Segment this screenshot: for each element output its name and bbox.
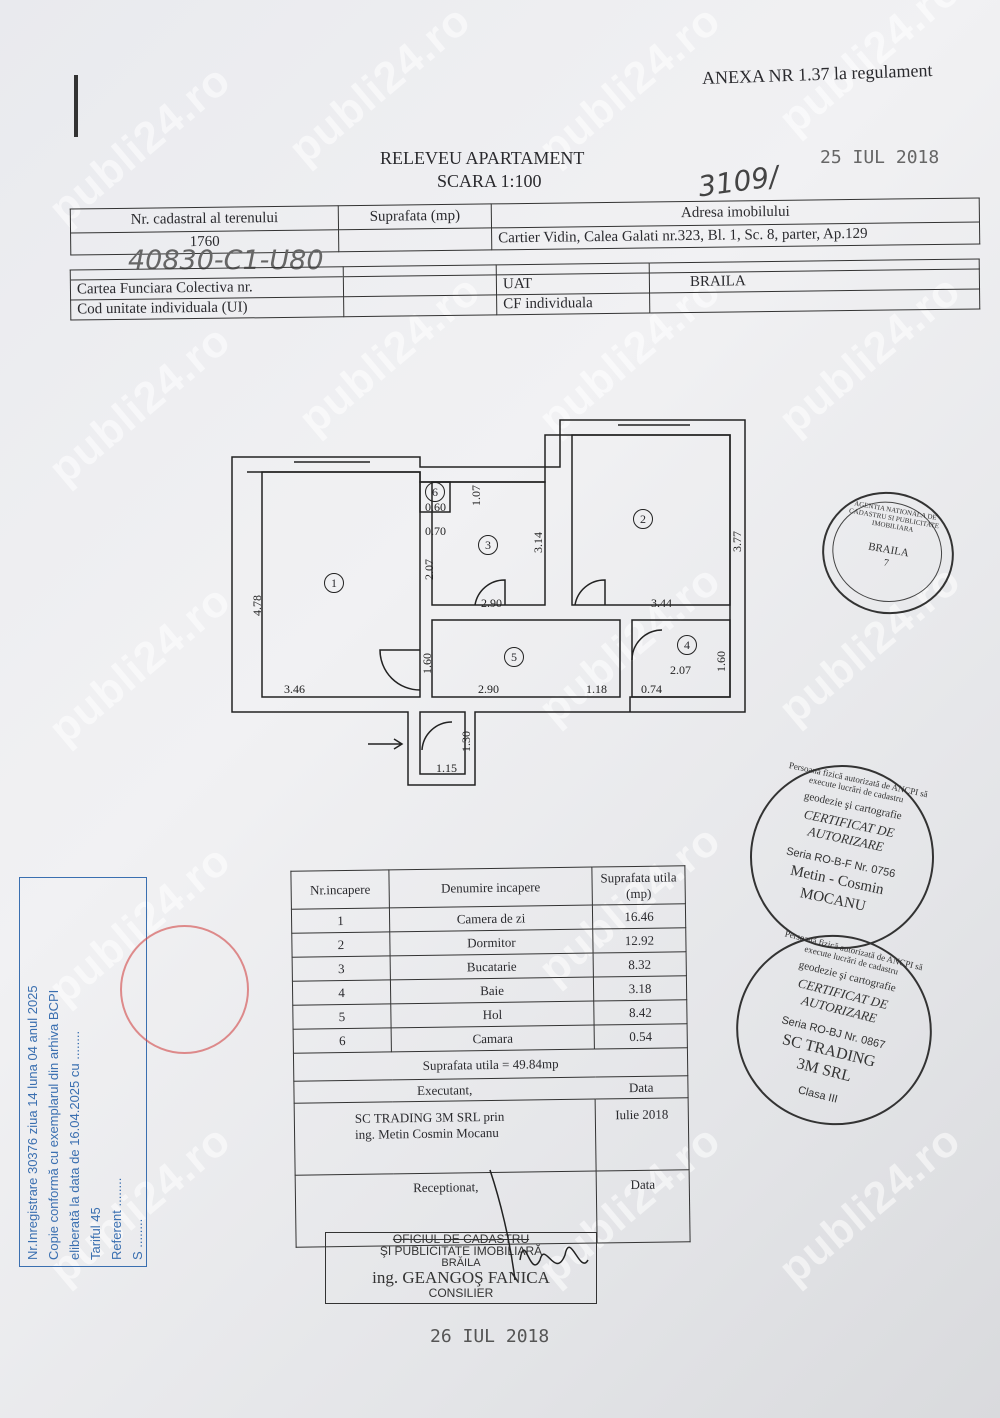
- document-title: RELEVEU APARTAMENT: [380, 148, 585, 168]
- margin-mark: [74, 75, 78, 137]
- dim-label: 0.60: [425, 500, 446, 514]
- dim-label: 4.78: [250, 595, 264, 616]
- room-name: Dormitor: [389, 929, 594, 956]
- room-number: 5: [504, 647, 524, 667]
- room-area: 3.18: [593, 975, 687, 1002]
- room-number: 1: [324, 573, 344, 593]
- door-arc-1: [379, 649, 421, 691]
- dim-label: 1.15: [436, 761, 457, 775]
- col-header-area: Suprafata utila (mp): [591, 865, 686, 906]
- room-area: 0.54: [594, 1023, 688, 1050]
- room-nr: 5: [292, 1003, 392, 1030]
- dim-label: 2.90: [481, 596, 502, 610]
- room-name: Camera de zi: [389, 905, 593, 932]
- bcpi-line: Nr.Inregistrare 30376 ziua 14 luna 04 an…: [25, 985, 40, 1260]
- dim-label: 1.60: [714, 651, 728, 672]
- signature: [489, 1169, 589, 1281]
- inner-wall: [247, 434, 731, 712]
- room-area: 16.46: [592, 903, 686, 930]
- ocpi-line: OFICIUL DE CADASTRU: [392, 1232, 530, 1246]
- certificate-stamp-sc-trading: Persoană fizică autorizată de ANCPI să e…: [715, 914, 953, 1146]
- dim-label: 1.18: [586, 682, 607, 696]
- room-1: [261, 471, 421, 698]
- room-number: 4: [677, 635, 697, 655]
- door-arc-entry: [421, 721, 453, 751]
- room-nr: 1: [291, 907, 390, 934]
- col-header-nr: Nr.incapere: [290, 869, 390, 910]
- room-name: Baie: [390, 977, 594, 1004]
- room-nr: 3: [292, 955, 391, 982]
- executant-line: ing. Metin Cosmin Mocanu: [354, 1124, 499, 1142]
- room-name: Camara: [391, 1025, 595, 1052]
- dim-label: 3.44: [651, 596, 672, 610]
- dim-label: 2.07: [670, 663, 691, 677]
- dim-label: 3.46: [284, 682, 305, 696]
- dim-label: 1.07: [469, 485, 483, 506]
- dim-label: 0.70: [425, 524, 446, 538]
- ocpi-line: ŞI PUBLICITATE IMOBILIARĂ: [379, 1244, 543, 1258]
- date-stamp-top: 25 IUL 2018: [820, 147, 940, 168]
- red-round-stamp: [120, 925, 249, 1054]
- col-header-name: Denumire incapere: [388, 867, 593, 908]
- document-scale: SCARA 1:100: [437, 171, 542, 191]
- bcpi-line: eliberată la data de 16.04.2025 cu .....…: [67, 1030, 82, 1260]
- room-5: [431, 619, 621, 698]
- room-area: 12.92: [592, 927, 687, 954]
- outer-wall: [231, 419, 746, 786]
- room-name: Hol: [390, 1001, 595, 1028]
- room-3: [431, 481, 546, 606]
- room-number: 2: [633, 509, 653, 529]
- door-arc-4: [631, 629, 663, 661]
- data-label: Data: [594, 1075, 689, 1100]
- dim-label: 3.14: [531, 532, 545, 553]
- executant-date: Iulie 2018: [595, 1097, 690, 1172]
- bcpi-copy-stamp: Nr.Inregistrare 30376 ziua 14 luna 04 an…: [19, 877, 147, 1267]
- date-stamp-bottom: 26 IUL 2018: [430, 1326, 550, 1347]
- ocpi-line: ing. GEANGOŞ FANICA: [372, 1268, 550, 1287]
- room-name: Bucatarie: [390, 953, 594, 980]
- entry-arrow: [368, 738, 404, 750]
- room-area: 8.32: [593, 951, 687, 978]
- dim-label: 3.77: [730, 531, 744, 552]
- receptionat-data-label: Data: [596, 1169, 691, 1244]
- ocpi-line: BRĂILA: [441, 1257, 481, 1269]
- room-nr: 4: [292, 979, 391, 1006]
- dim-label: 0.74: [641, 682, 662, 696]
- room-number: 3: [478, 535, 498, 555]
- door-arc-3: [474, 579, 506, 606]
- entry: [419, 711, 466, 775]
- handwritten-cf-number: 40830-C1-U80: [128, 245, 324, 276]
- room-2: [571, 434, 731, 606]
- dim-label: 2.90: [478, 682, 499, 696]
- door-arc-2: [574, 579, 606, 606]
- room-nr: 6: [293, 1027, 392, 1054]
- dim-label: 1.30: [459, 731, 473, 752]
- bcpi-line: Referent ........: [109, 1177, 124, 1260]
- floor-plan: [231, 419, 746, 786]
- bcpi-line: Copie conformă cu exemplarul din arhiva …: [46, 989, 61, 1260]
- bcpi-line: Tariful 45: [88, 1207, 103, 1260]
- dim-label: 2.07: [422, 559, 436, 580]
- room-nr: 2: [291, 931, 391, 958]
- ocpi-line: CONSILIER: [428, 1286, 494, 1300]
- room-area: 8.42: [593, 999, 688, 1026]
- room-number: 6: [425, 482, 445, 502]
- dim-label: 1.60: [420, 653, 434, 674]
- ocpi-stamp: OFICIUL DE CADASTRU ŞI PUBLICITATE IMOBI…: [325, 1232, 597, 1304]
